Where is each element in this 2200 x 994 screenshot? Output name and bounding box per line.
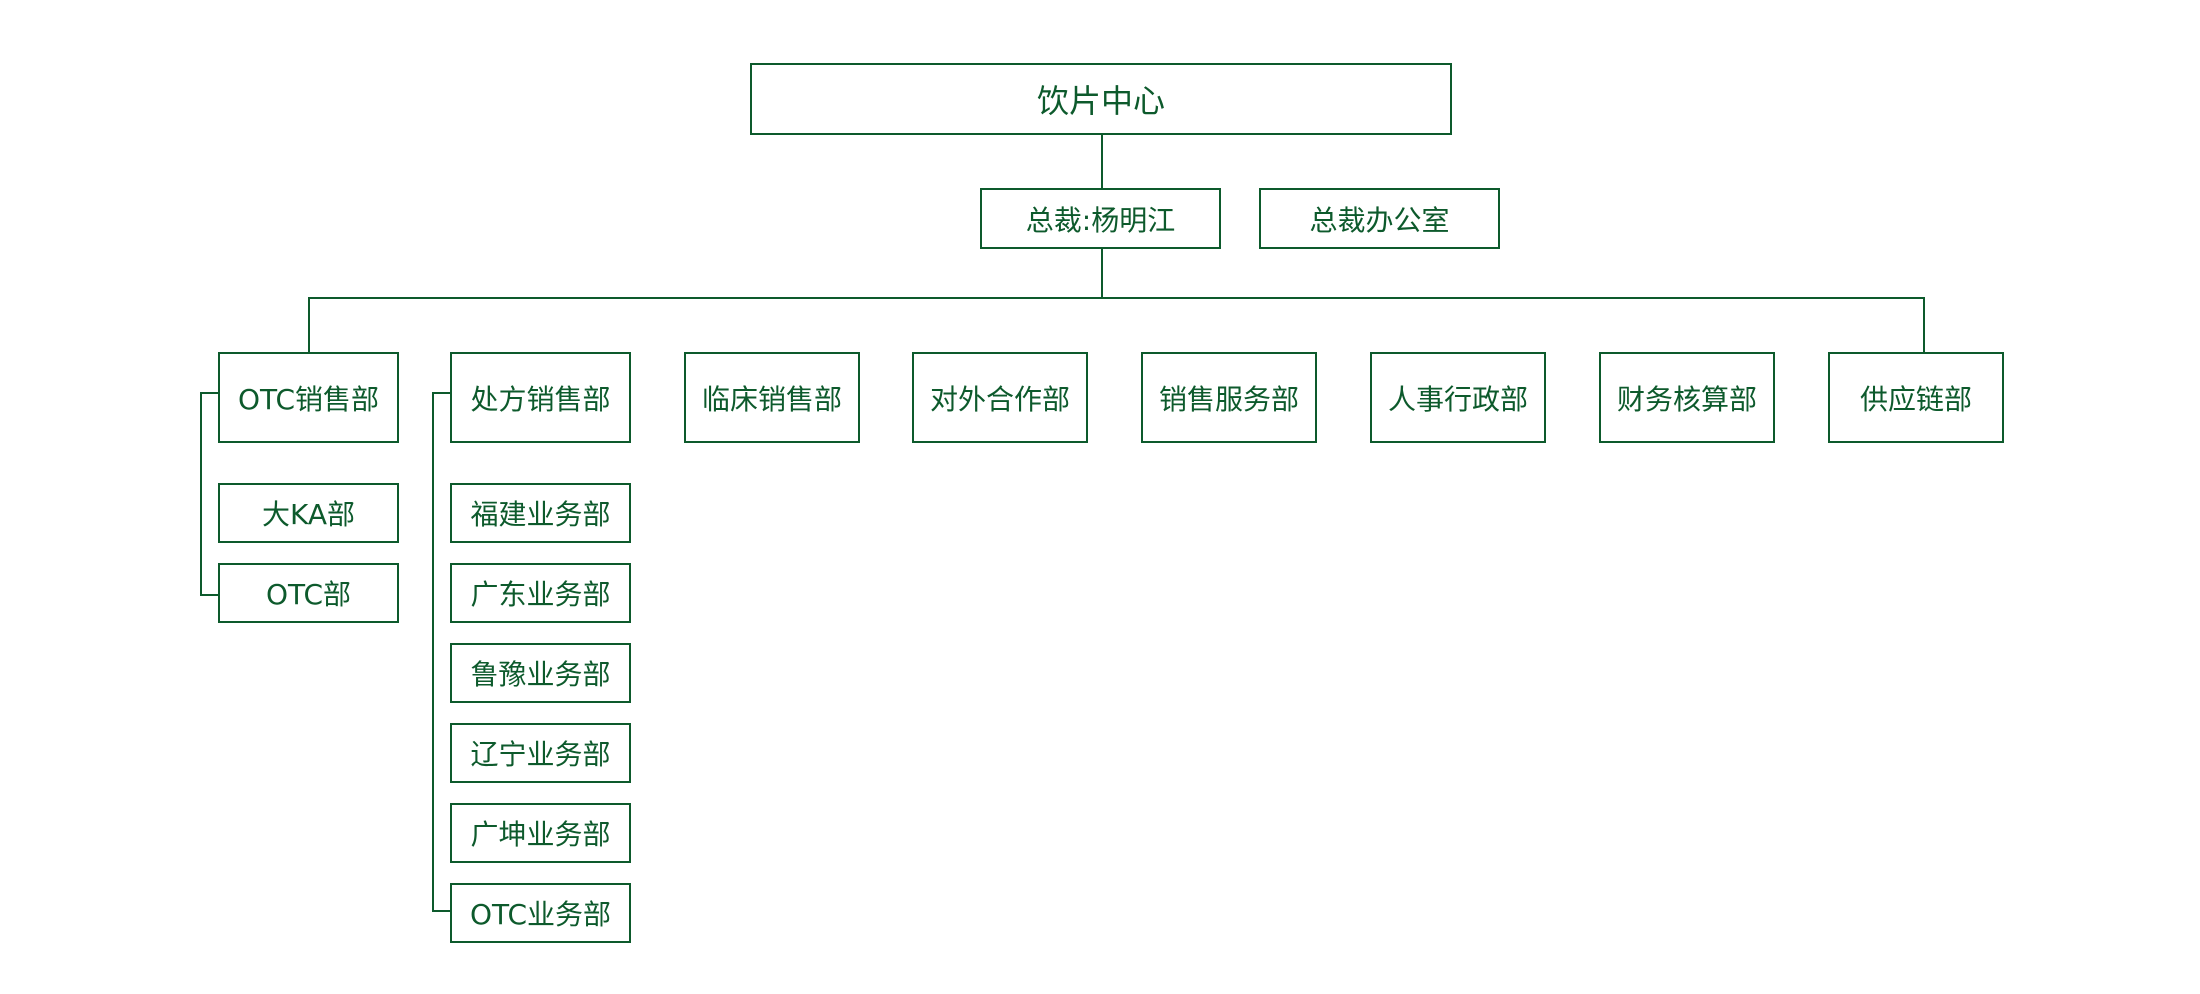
connector-bus-supply-chain xyxy=(1923,297,1925,353)
rx-sales-spine-top xyxy=(432,392,452,394)
connector-president-bus xyxy=(1101,247,1103,299)
connector-bus-otc-sales xyxy=(308,297,310,353)
sub-department-otc: OTC部 xyxy=(218,563,399,623)
otc-sales-spine-top xyxy=(200,392,220,394)
sub-department-luyu: 鲁豫业务部 xyxy=(450,643,631,703)
department-bus-line xyxy=(308,297,1925,299)
department-supply-chain: 供应链部 xyxy=(1828,352,2004,443)
otc-sales-spine-bottom xyxy=(200,594,220,596)
sub-department-guangdong: 广东业务部 xyxy=(450,563,631,623)
sub-department-big-ka: 大KA部 xyxy=(218,483,399,543)
connector-root-president xyxy=(1101,133,1103,190)
sub-department-otc-business: OTC业务部 xyxy=(450,883,631,943)
department-rx-sales: 处方销售部 xyxy=(450,352,631,443)
president-node: 总裁:杨明江 xyxy=(980,188,1221,249)
sub-department-liaoning: 辽宁业务部 xyxy=(450,723,631,783)
department-external-cooperation: 对外合作部 xyxy=(912,352,1088,443)
root-node: 饮片中心 xyxy=(750,63,1452,135)
rx-sales-children-spine xyxy=(432,392,434,912)
department-otc-sales: OTC销售部 xyxy=(218,352,399,443)
sub-department-guangkun: 广坤业务部 xyxy=(450,803,631,863)
sub-department-fujian: 福建业务部 xyxy=(450,483,631,543)
department-clinical-sales: 临床销售部 xyxy=(684,352,860,443)
department-sales-service: 销售服务部 xyxy=(1141,352,1317,443)
department-finance: 财务核算部 xyxy=(1599,352,1775,443)
rx-sales-spine-bottom xyxy=(432,910,452,912)
department-hr-admin: 人事行政部 xyxy=(1370,352,1546,443)
president-office-node: 总裁办公室 xyxy=(1259,188,1500,249)
otc-sales-children-spine xyxy=(200,392,202,596)
